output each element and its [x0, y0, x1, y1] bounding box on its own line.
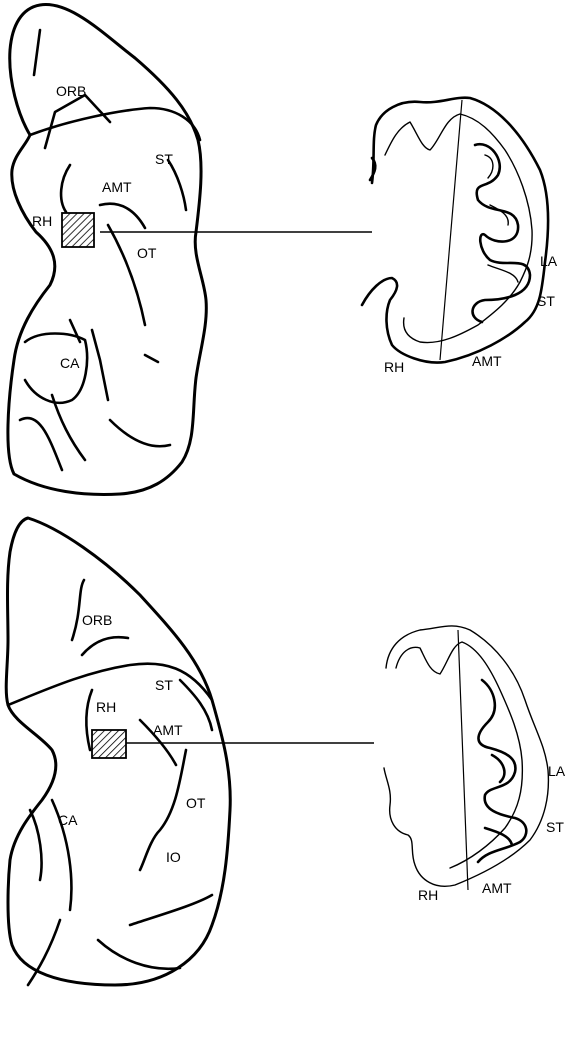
top-label-orb: ORB — [56, 83, 86, 99]
top-section-label-la: LA — [540, 253, 558, 269]
bottom-ca-sulcus — [28, 810, 60, 985]
bottom-io-sulcus — [130, 895, 212, 925]
top-section-inner-contour — [385, 114, 532, 343]
top-label-ca: CA — [60, 355, 80, 371]
top-label-ot: OT — [137, 245, 157, 261]
bottom-label-orb: ORB — [82, 612, 112, 628]
top-section-label-amt: AMT — [472, 353, 502, 369]
bottom-section-gyri-inner — [485, 755, 512, 845]
bottom-label-st: ST — [155, 677, 173, 693]
top-ot-sulcus — [108, 225, 145, 325]
bottom-sampled-region-marker — [92, 730, 126, 758]
bottom-label-io: IO — [166, 849, 181, 865]
bottom-label-amt: AMT — [153, 722, 183, 738]
bottom-brain-ventral-view: ORB ST RH AMT OT CA IO — [6, 518, 374, 985]
bottom-label-ca: CA — [58, 812, 78, 828]
top-label-amt: AMT — [102, 179, 132, 195]
top-rhinal-sulcus — [61, 165, 70, 212]
bottom-label-ot: OT — [186, 795, 206, 811]
top-section-midline — [440, 100, 462, 360]
top-label-st: ST — [155, 151, 173, 167]
top-orb-sulcus-2 — [34, 30, 40, 75]
bottom-section-label-la: LA — [548, 763, 566, 779]
bottom-label-rh: RH — [96, 699, 116, 715]
bottom-section-midline — [458, 630, 468, 890]
top-st-sulcus — [168, 160, 186, 210]
top-section-label-st: ST — [537, 293, 555, 309]
top-medial-sulci — [20, 395, 85, 470]
bottom-coronal-section: LA ST RH AMT — [384, 626, 566, 903]
top-panel: ORB ST AMT RH OT CA LA ST RH AMT — [8, 5, 558, 495]
bottom-section-label-rh: RH — [418, 887, 438, 903]
top-coronal-section: LA ST RH AMT — [362, 98, 558, 375]
bottom-medial-sulci — [98, 940, 180, 969]
top-amt-sulcus — [100, 204, 145, 228]
bottom-section-label-st: ST — [546, 819, 564, 835]
top-section-gyri — [473, 144, 530, 322]
bottom-panel: ORB ST RH AMT OT CA IO LA ST RH AMT — [6, 518, 566, 985]
top-brain-ventral-view: ORB ST AMT RH OT CA — [8, 5, 372, 495]
bottom-section-label-amt: AMT — [482, 880, 512, 896]
top-sampled-region-marker — [62, 213, 94, 247]
top-section-outer-contour — [362, 98, 548, 363]
top-io-sulcus — [110, 355, 170, 446]
top-label-rh: RH — [32, 213, 52, 229]
top-section-label-rh: RH — [384, 359, 404, 375]
